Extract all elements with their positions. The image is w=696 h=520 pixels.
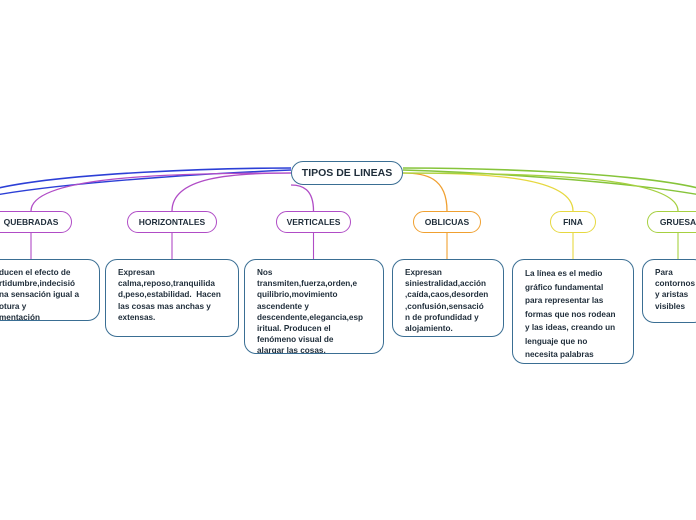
- topic-oblicuas[interactable]: OBLICUAS: [413, 211, 481, 233]
- topic-label: GRUESA: [659, 217, 696, 227]
- branch-line: [30, 172, 292, 212]
- topic-label: VERTICALES: [286, 217, 341, 227]
- branch-line: [402, 172, 679, 212]
- topic-label: HORIZONTALES: [138, 217, 206, 227]
- root-label: TIPOS DE LINEAS: [301, 167, 393, 179]
- branch-line: [402, 172, 448, 212]
- note-text: Nos transmiten,fuerza,orden,e quilibrio,…: [257, 268, 364, 354]
- note-verticales[interactable]: Nos transmiten,fuerza,orden,e quilibrio,…: [244, 259, 384, 354]
- note-fina[interactable]: La línea es el medio gráfico fundamental…: [512, 259, 634, 364]
- branch-line: [402, 167, 696, 189]
- branch-line: [0, 167, 292, 189]
- topic-gruesa[interactable]: GRUESA: [647, 211, 696, 233]
- note-horizontales[interactable]: Expresan calma,reposo,tranquilida d,peso…: [105, 259, 239, 337]
- topic-label: FINA: [563, 217, 583, 227]
- branch-line: [290, 184, 315, 212]
- topic-label: OBLICUAS: [424, 217, 470, 227]
- note-text: Expresan calma,reposo,tranquilida d,peso…: [118, 268, 221, 322]
- note-text: ducen el efecto de rtidumbre,indecisió n…: [0, 268, 80, 321]
- topic-fina[interactable]: FINA: [550, 211, 596, 233]
- branch-line: [402, 169, 696, 195]
- note-gruesa[interactable]: Para contornos y aristas visibles: [642, 259, 696, 323]
- topic-quebradas[interactable]: QUEBRADAS: [0, 211, 72, 233]
- note-oblicuas[interactable]: Expresan siniestralidad,acción ,caída,ca…: [392, 259, 504, 337]
- topic-verticales[interactable]: VERTICALES: [276, 211, 351, 233]
- topic-label: QUEBRADAS: [3, 217, 59, 227]
- branch-line: [0, 169, 292, 196]
- note-quebradas[interactable]: ducen el efecto de rtidumbre,indecisió n…: [0, 259, 100, 321]
- note-text: La línea es el medio gráfico fundamental…: [525, 269, 616, 359]
- topic-horizontales[interactable]: HORIZONTALES: [127, 211, 217, 233]
- root-node[interactable]: TIPOS DE LINEAS: [291, 161, 403, 185]
- note-text: Expresan siniestralidad,acción ,caída,ca…: [405, 268, 489, 334]
- note-text: Para contornos y aristas visibles: [655, 268, 696, 311]
- branch-line: [171, 172, 292, 212]
- branch-line: [402, 172, 574, 212]
